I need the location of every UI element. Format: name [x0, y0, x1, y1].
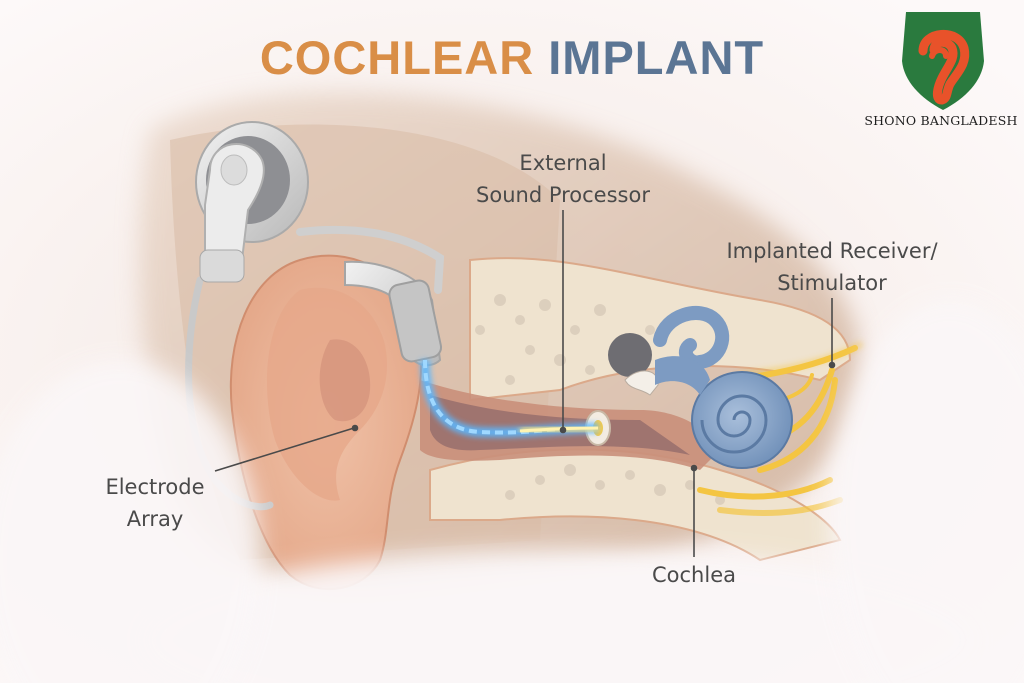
label-line: Array	[126, 507, 184, 531]
label-implanted-receiver-stimulator: Implanted Receiver/ Stimulator	[702, 235, 962, 299]
leader-electrode-array	[214, 427, 355, 472]
label-line: Sound Processor	[476, 183, 650, 207]
label-line: Stimulator	[777, 271, 887, 295]
label-cochlea: Cochlea	[624, 559, 764, 591]
title-word-implant: IMPLANT	[548, 31, 765, 84]
page-title: COCHLEAR IMPLANT	[0, 30, 1024, 85]
label-line: Cochlea	[652, 563, 736, 587]
label-external-sound-processor: External Sound Processor	[453, 147, 673, 211]
label-electrode-array: Electrode Array	[85, 471, 225, 535]
logo-text: SHONO BANGLADESH	[864, 113, 1018, 128]
title-word-cochlear: COCHLEAR	[259, 31, 535, 84]
label-line: Electrode	[105, 475, 205, 499]
cochlea-shape	[653, 305, 793, 469]
sound-processor-device	[195, 121, 309, 283]
label-line: External	[519, 151, 607, 175]
ear-shield-icon	[902, 12, 984, 110]
label-line: Implanted Receiver/	[726, 239, 938, 263]
